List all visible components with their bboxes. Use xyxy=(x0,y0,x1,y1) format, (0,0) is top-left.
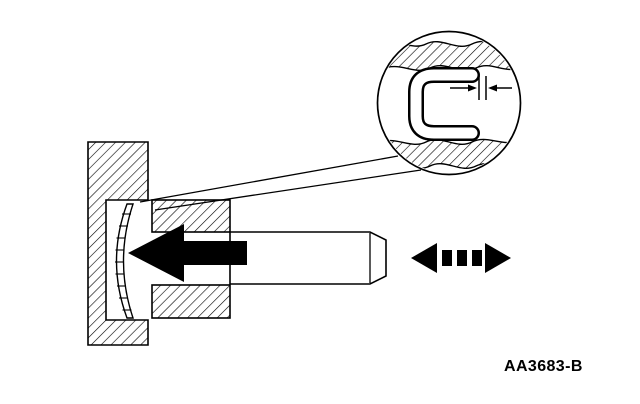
axial-arrow-left-head xyxy=(411,243,437,273)
press-direction-arrow-icon xyxy=(128,224,247,282)
bore-section-lower xyxy=(151,284,231,319)
axial-arrow-right-head xyxy=(485,243,511,273)
clearance-gap-indicator xyxy=(450,76,512,100)
callout-leader-lines xyxy=(139,155,422,211)
detail-washer-c-section xyxy=(408,67,480,141)
shaft-body xyxy=(229,231,387,285)
detail-groove-wall-lower xyxy=(379,138,519,170)
shaft xyxy=(229,231,387,285)
washer-serration-ticks xyxy=(115,213,132,311)
figure-code-label: AA3683-B xyxy=(504,358,583,375)
axial-arrow-dash xyxy=(442,250,452,266)
gap-arrow-right-head-icon xyxy=(488,84,497,92)
detail-contents xyxy=(379,40,519,170)
curved-washer-band xyxy=(115,203,134,319)
axial-arrow-dash xyxy=(472,250,482,266)
bore-section-upper xyxy=(151,199,231,233)
axial-play-arrow-icon xyxy=(411,243,511,273)
curved-washer xyxy=(115,203,134,319)
axial-arrow-dash xyxy=(457,250,467,266)
gap-arrow-left-head-icon xyxy=(468,84,477,92)
housing-wall-section xyxy=(87,141,149,346)
